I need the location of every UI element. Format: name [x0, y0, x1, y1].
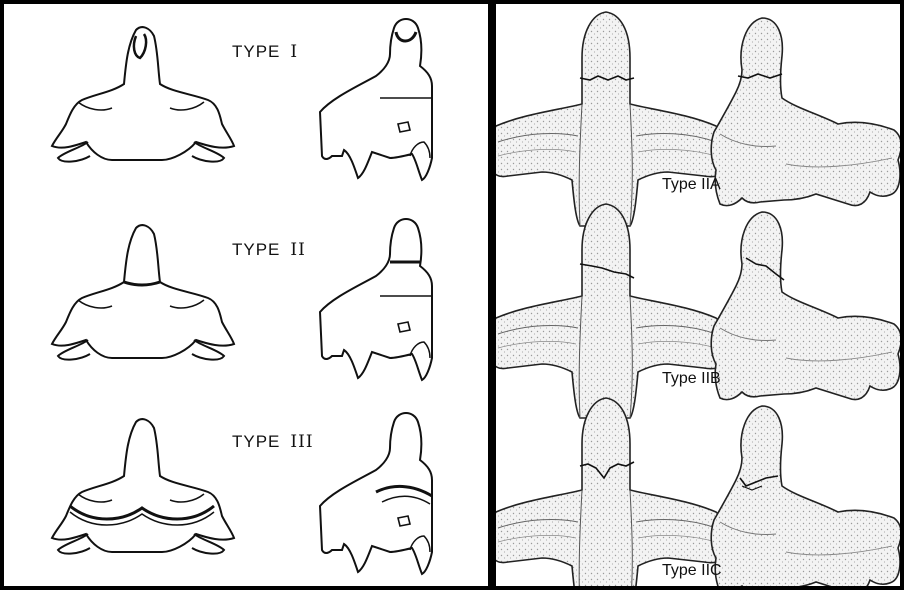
type-i-label-prefix: TYPE [232, 42, 280, 61]
type-iia-label: Type IIA [662, 176, 721, 194]
left-panel-line-drawings: TYPE I TYPE II TYPE III [4, 4, 488, 586]
type-i-side-view [320, 19, 432, 180]
type-iia-side-view [711, 18, 900, 206]
left-drawings-svg [4, 4, 488, 586]
type-ii-label-prefix: TYPE [232, 240, 280, 259]
type-i-label-numeral: I [290, 42, 298, 62]
type-i-label: TYPE I [232, 42, 298, 62]
right-drawings-svg [496, 4, 900, 586]
type-iii-label: TYPE III [232, 432, 314, 452]
type-ii-label: TYPE II [232, 240, 306, 260]
type-i-front-view [52, 27, 234, 162]
type-ii-side-view [320, 219, 432, 380]
type-ii-label-numeral: II [290, 240, 305, 260]
type-iic-label: Type IIC [662, 562, 722, 580]
type-iii-side-view [320, 413, 432, 574]
right-panel-shaded-drawings: Type IIA Type IIB Type IIC [496, 4, 900, 586]
type-iii-label-numeral: III [290, 432, 313, 452]
type-iic-side-view [711, 406, 900, 586]
type-iib-label: Type IIB [662, 370, 721, 388]
type-ii-front-view [52, 225, 234, 360]
type-iii-label-prefix: TYPE [232, 432, 280, 451]
type-iic-front-view [496, 398, 725, 586]
type-iii-front-view [52, 419, 234, 554]
type-iib-side-view [711, 212, 900, 400]
